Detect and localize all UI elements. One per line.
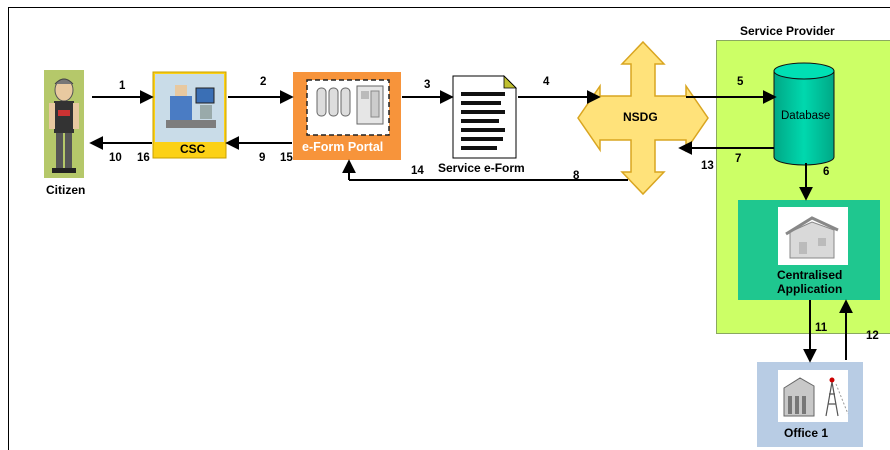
step-number-11: 11 xyxy=(815,322,828,334)
csc-label: CSC xyxy=(180,142,206,156)
centralised-label-line2: Application xyxy=(777,282,843,296)
step-number-16: 16 xyxy=(137,152,150,164)
step-number-15: 15 xyxy=(280,152,293,164)
frame-left-border xyxy=(8,7,9,450)
step-number-12: 12 xyxy=(866,330,879,342)
citizen-label: Citizen xyxy=(46,183,86,197)
antenna-tower-icon xyxy=(825,377,849,417)
house-icon xyxy=(785,216,839,259)
csc-box xyxy=(152,71,227,159)
service-provider-title: Service Provider xyxy=(740,24,835,38)
step-number-3: 3 xyxy=(424,79,431,91)
step-number-9: 9 xyxy=(259,152,266,164)
step-number-1: 1 xyxy=(119,80,126,92)
step-number-6: 6 xyxy=(823,166,830,178)
step-number-2: 2 xyxy=(260,76,267,88)
service-eform-label: Service e-Form xyxy=(438,161,525,175)
office-building-icon xyxy=(783,377,815,417)
eform-portal-box xyxy=(293,72,401,160)
step-number-4: 4 xyxy=(543,76,550,88)
office-box xyxy=(757,362,863,447)
step-number-13: 13 xyxy=(701,160,714,172)
citizen-figure-icon xyxy=(44,70,84,178)
frame-top-border xyxy=(8,7,890,8)
database-label: Database xyxy=(781,110,831,122)
eform-portal-label: e-Form Portal xyxy=(302,140,384,154)
step-number-8: 8 xyxy=(573,170,580,182)
centralised-label-line1: Centralised xyxy=(777,268,843,282)
step-number-5: 5 xyxy=(737,76,744,88)
centralised-application-box xyxy=(738,200,880,300)
step-number-10: 10 xyxy=(109,152,122,164)
step-number-14: 14 xyxy=(411,165,424,177)
office-label: Office 1 xyxy=(784,426,829,440)
nsdg-label: NSDG xyxy=(623,110,658,124)
service-eform-document-icon xyxy=(452,75,517,159)
server-icon xyxy=(316,85,384,125)
flow-arrows xyxy=(89,90,853,363)
step-number-7: 7 xyxy=(735,153,742,165)
